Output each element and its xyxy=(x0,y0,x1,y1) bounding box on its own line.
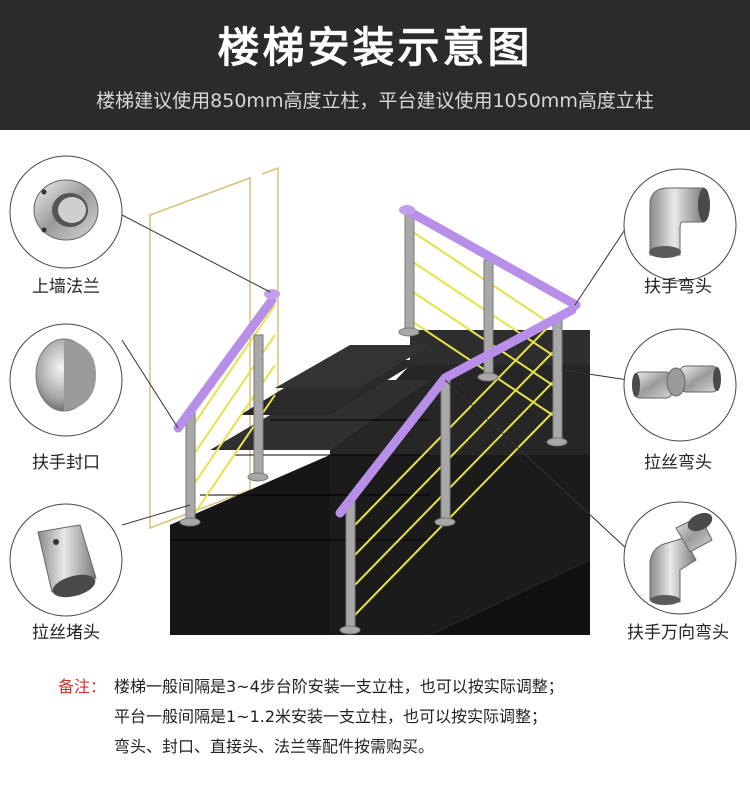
stair-body xyxy=(170,330,590,635)
label-wire-plug: 拉丝堵头 xyxy=(32,623,100,643)
label-universal-elbow: 扶手万向弯头 xyxy=(627,623,729,643)
remarks-label: 备注： xyxy=(58,677,107,696)
label-wall-flange: 上墙法兰 xyxy=(32,277,100,297)
leader-lines xyxy=(121,214,629,551)
label-wire-elbow: 拉丝弯头 xyxy=(644,453,712,473)
stair-illustration xyxy=(9,155,737,635)
page-title: 楼梯安装示意图 xyxy=(217,23,533,72)
elbow-circle xyxy=(623,168,737,282)
label-end-cap: 扶手封口 xyxy=(32,453,100,473)
wall-flange-circle xyxy=(9,155,123,269)
universal-elbow-circle xyxy=(623,501,737,615)
wire-elbow-circle xyxy=(623,328,737,442)
remarks-line-1: 楼梯一般间隔是3~4步台阶安装一支立柱，也可以按实际调整； xyxy=(114,677,564,696)
wire-plug-circle xyxy=(9,503,123,617)
end-cap-circle xyxy=(9,323,123,437)
header-banner: 楼梯安装示意图 楼梯建议使用850mm高度立柱，平台建议使用1050mm高度立柱 xyxy=(0,0,750,130)
handrail-end-mark xyxy=(399,205,415,215)
remarks: 备注： 楼梯一般间隔是3~4步台阶安装一支立柱，也可以按实际调整； 平台一般间隔… xyxy=(58,672,564,762)
stair-diagram: 上墙法兰 扶手封口 拉丝堵头 扶手弯头 拉丝弯头 扶手万向弯头 xyxy=(0,130,750,655)
page-subtitle: 楼梯建议使用850mm高度立柱，平台建议使用1050mm高度立柱 xyxy=(96,90,654,112)
label-elbow: 扶手弯头 xyxy=(644,277,712,297)
remarks-line-3: 弯头、封口、直接头、法兰等配件按需购买。 xyxy=(114,737,435,756)
handrails xyxy=(173,207,581,518)
railing-posts xyxy=(179,209,568,635)
remarks-line-2: 平台一般间隔是1~1.2米安装一支立柱，也可以按实际调整； xyxy=(114,707,548,726)
